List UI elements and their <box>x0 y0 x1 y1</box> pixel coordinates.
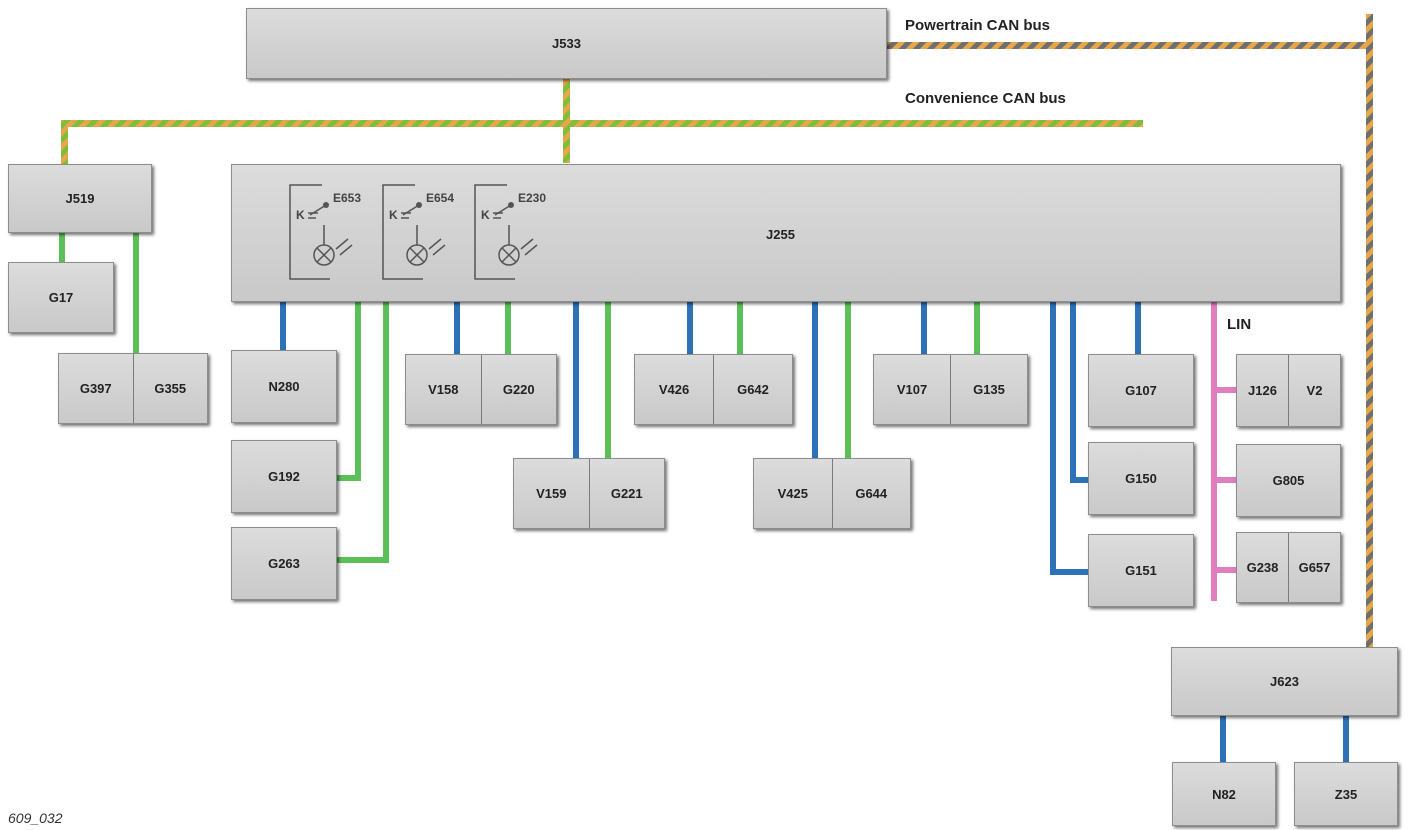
unit-z35-label: Z35 <box>1334 786 1358 802</box>
unit-g150-label: G150 <box>1125 471 1157 486</box>
unit-g397: G397 <box>79 381 112 396</box>
unit-v158-g220[interactable]: V158 G220 <box>405 354 557 425</box>
switch-e230-k: K <box>481 208 490 222</box>
figure-id: 609_032 <box>8 810 63 826</box>
unit-g17-label: G17 <box>48 290 74 305</box>
switch-e230: K E230 <box>474 184 546 280</box>
unit-j255-label: J255 <box>766 227 795 242</box>
unit-j533-label: J533 <box>552 36 581 51</box>
switch-e654-label: E654 <box>426 191 454 205</box>
unit-j519[interactable]: J519 <box>8 164 152 233</box>
unit-v425-g644[interactable]: V425 G644 <box>753 458 911 529</box>
unit-v425: V425 <box>777 486 808 501</box>
switch-symbols: K E653 K E654 <box>289 184 546 280</box>
unit-g151-label: G151 <box>1125 563 1157 578</box>
switch-e654: K E654 <box>382 184 454 280</box>
unit-g107[interactable]: G107 <box>1088 354 1194 427</box>
unit-g263-label: G263 <box>268 556 300 571</box>
unit-g151[interactable]: G151 <box>1088 534 1194 607</box>
unit-g107-label: G107 <box>1125 383 1157 398</box>
unit-g220: G220 <box>480 355 557 424</box>
unit-g221: G221 <box>588 459 665 528</box>
unit-g805[interactable]: G805 <box>1236 444 1341 517</box>
unit-n280-label: N280 <box>268 379 300 394</box>
lin-label: LIN <box>1227 316 1252 333</box>
unit-j623-label: J623 <box>1270 674 1299 689</box>
unit-j126-v2[interactable]: J126 V2 <box>1236 354 1341 427</box>
unit-g263[interactable]: G263 <box>231 527 337 600</box>
convenience-can-bus <box>61 78 1143 165</box>
switch-e653: K E653 <box>289 184 361 280</box>
unit-v426: V426 <box>658 382 690 397</box>
unit-v107: V107 <box>896 382 928 397</box>
green-wires <box>59 233 980 563</box>
unit-g642: G642 <box>713 355 792 424</box>
unit-j519-label: J519 <box>65 191 95 206</box>
powertrain-can-label: Powertrain CAN bus <box>905 17 1051 34</box>
unit-g397-g355[interactable]: G397 G355 <box>58 353 208 424</box>
unit-n280[interactable]: N280 <box>231 350 337 423</box>
switch-e653-label: E653 <box>333 191 361 205</box>
unit-v159-g221[interactable]: V159 G221 <box>513 458 665 529</box>
switch-e653-k: K <box>296 208 305 222</box>
unit-g644: G644 <box>831 459 911 528</box>
unit-v158: V158 <box>428 382 459 397</box>
unit-v426-g642[interactable]: V426 G642 <box>634 354 793 425</box>
unit-g805-label: G805 <box>1272 473 1305 488</box>
switch-e654-k: K <box>389 208 398 222</box>
unit-z35[interactable]: Z35 <box>1294 762 1398 826</box>
unit-j255[interactable]: J255 K E653 <box>231 164 1341 302</box>
unit-v2: V2 <box>1288 355 1340 426</box>
unit-n82-label: N82 <box>1212 786 1236 802</box>
unit-g657: G657 <box>1288 533 1340 602</box>
unit-v159: V159 <box>536 486 567 501</box>
convenience-can-label: Convenience CAN bus <box>905 90 1066 107</box>
unit-v107-g135[interactable]: V107 G135 <box>873 354 1028 425</box>
lin-bus <box>1211 302 1236 601</box>
unit-n82[interactable]: N82 <box>1172 762 1276 826</box>
unit-g192-label: G192 <box>268 469 300 484</box>
unit-g192[interactable]: G192 <box>231 440 337 513</box>
unit-j623[interactable]: J623 <box>1171 647 1398 716</box>
unit-g135: G135 <box>950 355 1027 424</box>
switch-e230-label: E230 <box>518 191 546 205</box>
powertrain-can-bus <box>887 14 1373 647</box>
blue-wires <box>280 302 1349 762</box>
unit-g238-g657[interactable]: G238 G657 <box>1236 532 1341 603</box>
unit-j126: J126 <box>1248 383 1277 398</box>
unit-g238: G238 <box>1246 560 1279 575</box>
unit-g355: G355 <box>132 354 208 423</box>
unit-g17[interactable]: G17 <box>8 262 114 333</box>
unit-j533[interactable]: J533 <box>246 8 887 79</box>
unit-g150[interactable]: G150 <box>1088 442 1194 515</box>
